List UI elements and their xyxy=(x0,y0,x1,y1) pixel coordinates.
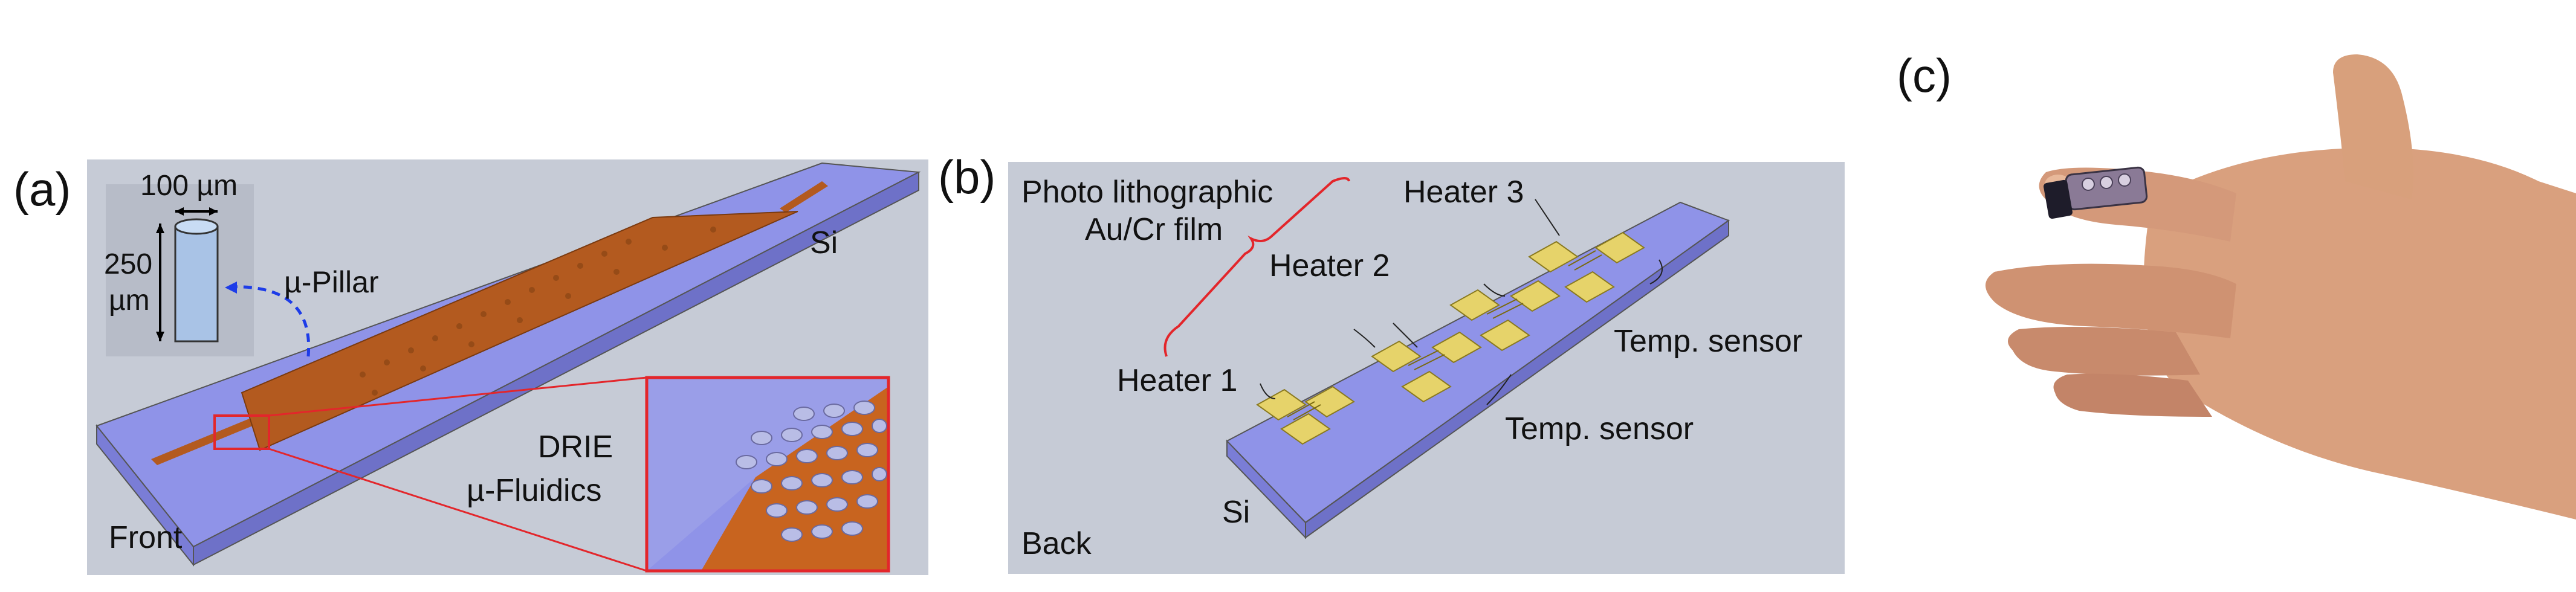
silicon-substrate-front xyxy=(96,424,194,567)
label-film-line2: Au/Cr film xyxy=(1085,212,1223,247)
hand-pinky xyxy=(2053,373,2212,417)
label-temp-sensor-lower: Temp. sensor xyxy=(1505,411,1694,446)
label-temp-sensor-upper: Temp. sensor xyxy=(1614,324,1803,359)
label-drie: DRIE xyxy=(538,430,613,465)
hand-thumb xyxy=(2333,54,2413,199)
hand-ring-finger xyxy=(2008,327,2200,376)
pillar-cylinder-top xyxy=(174,218,219,235)
channel-outlet xyxy=(780,181,828,213)
panel-letter-a: (a) xyxy=(13,162,71,216)
label-heater-2: Heater 2 xyxy=(1269,248,1390,283)
label-back: Back xyxy=(1021,526,1092,561)
leader-lines xyxy=(1260,199,1663,405)
serpentine-traces xyxy=(1287,250,1602,420)
label-heater-1: Heater 1 xyxy=(1117,363,1238,398)
film-brace xyxy=(1163,177,1350,357)
label-pillar: µ-Pillar xyxy=(284,265,379,299)
wearable-device-edge xyxy=(2044,179,2073,219)
zoom-inset-frame xyxy=(645,376,890,573)
label-heater-3: Heater 3 xyxy=(1403,175,1524,210)
hand-palm xyxy=(2143,147,2576,520)
label-film-line1: Photo lithographic xyxy=(1021,175,1273,210)
pillar-chamber xyxy=(241,211,798,451)
zoom-inset-pillars xyxy=(736,401,887,542)
label-height-unit: µm xyxy=(109,285,150,317)
hand-middle-finger xyxy=(1985,263,2236,338)
label-height-value: 250 xyxy=(104,248,153,280)
label-fluidics: µ-Fluidics xyxy=(467,473,602,508)
label-si-front: Si xyxy=(810,225,838,260)
pillar-array xyxy=(360,227,716,396)
callout-source-box xyxy=(213,414,270,450)
panel-letter-b: (b) xyxy=(938,150,996,204)
label-si-back: Si xyxy=(1222,495,1251,530)
label-front: Front xyxy=(109,520,183,555)
panel-letter-c: (c) xyxy=(1897,49,1952,102)
heater-1-pad xyxy=(1256,388,1307,421)
channel-inlet xyxy=(151,417,260,465)
heater-3-pad xyxy=(1449,289,1500,321)
heater-2-pad xyxy=(1371,340,1422,373)
temp-sensor-pad xyxy=(1528,240,1579,273)
label-width: 100 µm xyxy=(140,170,238,202)
pillar-pointer-arrow xyxy=(229,285,311,357)
wearable-device-pads xyxy=(2082,173,2131,191)
